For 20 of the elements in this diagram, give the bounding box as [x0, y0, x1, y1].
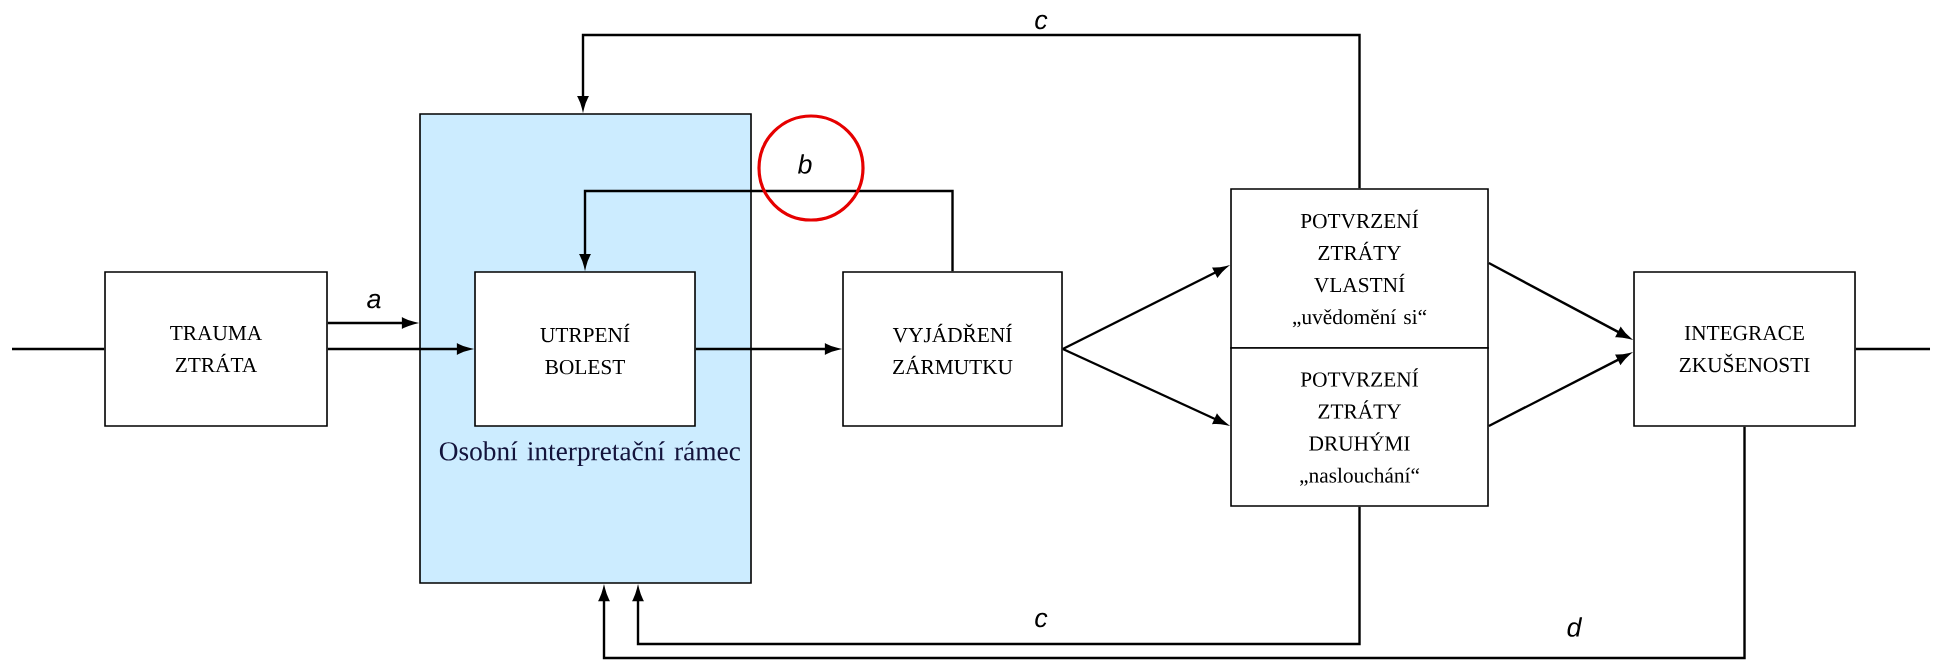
arrow	[632, 506, 1361, 646]
edge-label: c	[1033, 611, 1049, 629]
arrow	[327, 343, 471, 355]
process-box: POTVRZENÍ ZTRÁTY DRUHÝMI „naslouchání“	[1230, 347, 1489, 507]
arrow	[695, 343, 839, 355]
edge-label: b	[796, 152, 814, 176]
edge-label: d	[1565, 615, 1583, 639]
arrow	[579, 189, 954, 272]
process-box: UTRPENÍ BOLEST	[474, 271, 696, 427]
edge-label: c	[1033, 13, 1049, 31]
arrow	[598, 426, 1746, 660]
process-box: TRAUMA ZTRÁTA	[104, 271, 328, 427]
process-box: POTVRZENÍ ZTRÁTY VLASTNÍ „uvědomění si“	[1230, 188, 1489, 349]
arrow	[577, 33, 1361, 189]
process-box: VYJÁDŘENÍ ZÁRMUTKU	[842, 271, 1063, 427]
arrow	[327, 317, 416, 329]
line	[12, 347, 105, 351]
line	[1855, 347, 1930, 351]
edge-label: a	[365, 292, 383, 310]
process-box: INTEGRACE ZKUŠENOSTI	[1633, 271, 1856, 427]
